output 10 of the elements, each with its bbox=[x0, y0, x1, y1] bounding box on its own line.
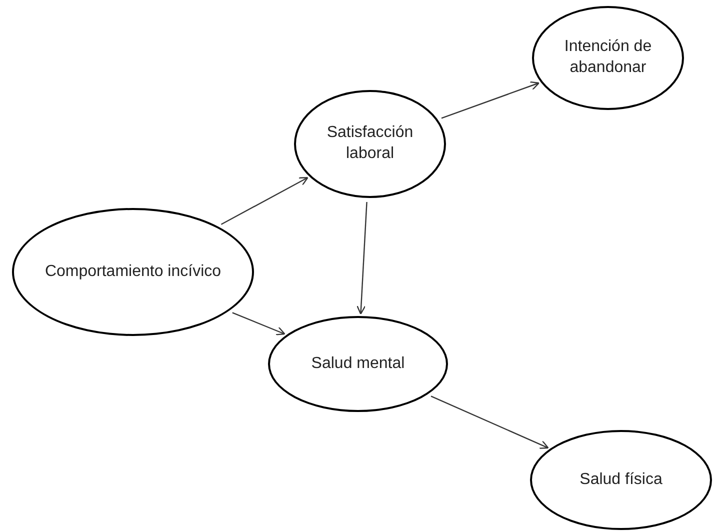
arrow bbox=[232, 312, 286, 336]
node-label: Salud física bbox=[578, 470, 664, 490]
arrow bbox=[441, 81, 540, 119]
arrow bbox=[220, 177, 308, 225]
arrow bbox=[356, 202, 368, 315]
node-label: Salud mental bbox=[310, 354, 406, 374]
node-label: Comportamiento incívico bbox=[44, 262, 222, 282]
node-label: Satisfacción laboral bbox=[326, 123, 414, 164]
node-label: Intención de abandonar bbox=[563, 37, 653, 78]
arrow bbox=[430, 396, 549, 449]
